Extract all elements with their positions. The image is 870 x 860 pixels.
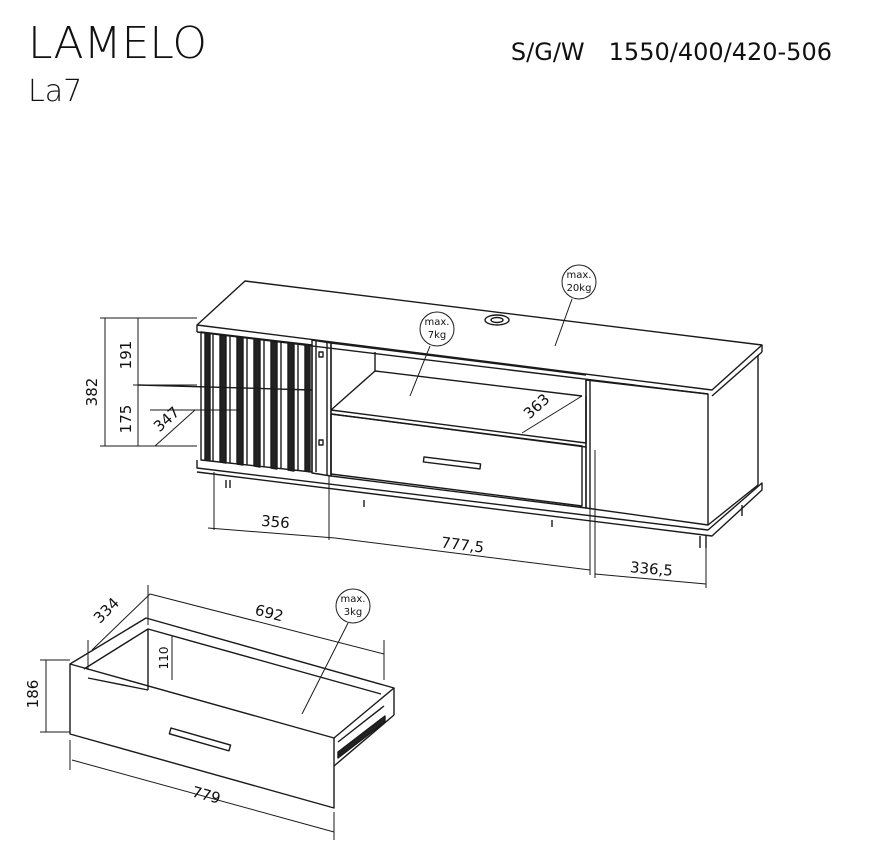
drawer-runner [337, 715, 386, 759]
top-load-value: 20kg [567, 283, 592, 294]
product-name: LAMELO [28, 18, 207, 69]
dim-right-width: 336,5 [629, 558, 673, 580]
dimension-key: S/G/W [510, 38, 585, 66]
load-callouts [409, 264, 597, 397]
cabinet-dimension-lines [100, 317, 707, 588]
shelf-load-max: max. [425, 317, 450, 328]
dim-inner-depth: 363 [520, 390, 553, 423]
drawer-dim-inner-height: 110 [157, 647, 171, 670]
left-slatted-door [200, 331, 313, 473]
shelf-load-value: 7kg [428, 330, 447, 341]
drawer-dim-front-width: 779 [190, 783, 222, 808]
drawer-front [69, 663, 335, 809]
top-load-badge [561, 264, 597, 300]
dim-height-total: 382 [83, 378, 101, 407]
drawer-drawing [69, 617, 395, 809]
drawer-load-badge [335, 588, 371, 624]
title-block: LAMELO La7 [28, 18, 207, 112]
drawer-dim-depth: 334 [90, 594, 123, 627]
cable-hole [484, 314, 510, 326]
middle-drawer-handle [422, 456, 482, 470]
shelf-load-badge [419, 311, 455, 347]
dim-middle-width: 777,5 [440, 533, 485, 556]
middle-compartment [330, 343, 587, 509]
dimension-values: 1550/400/420-506 [608, 38, 832, 66]
drawer-load-value: 3kg [344, 607, 363, 618]
drawer-dim-front-height: 186 [24, 680, 42, 709]
cabinet-drawing [137, 280, 763, 548]
cabinet-plinth [196, 460, 763, 537]
cable-hole-inner [490, 316, 504, 324]
top-load-max: max. [567, 270, 592, 281]
overall-dimensions: S/G/W 1550/400/420-506 [511, 38, 832, 66]
model-code: La7 [28, 74, 83, 109]
right-door [585, 379, 709, 526]
drawer-handle [168, 727, 232, 752]
dim-height-upper: 191 [117, 341, 135, 370]
drawer-load-max: max. [341, 594, 366, 605]
open-door-edge [311, 339, 332, 477]
drawer-dimension-lines [40, 585, 385, 840]
dim-left-width: 356 [260, 512, 290, 532]
cabinet-top [196, 280, 763, 391]
dim-shelf-depth: 347 [150, 403, 183, 436]
dim-height-lower: 175 [117, 405, 135, 434]
